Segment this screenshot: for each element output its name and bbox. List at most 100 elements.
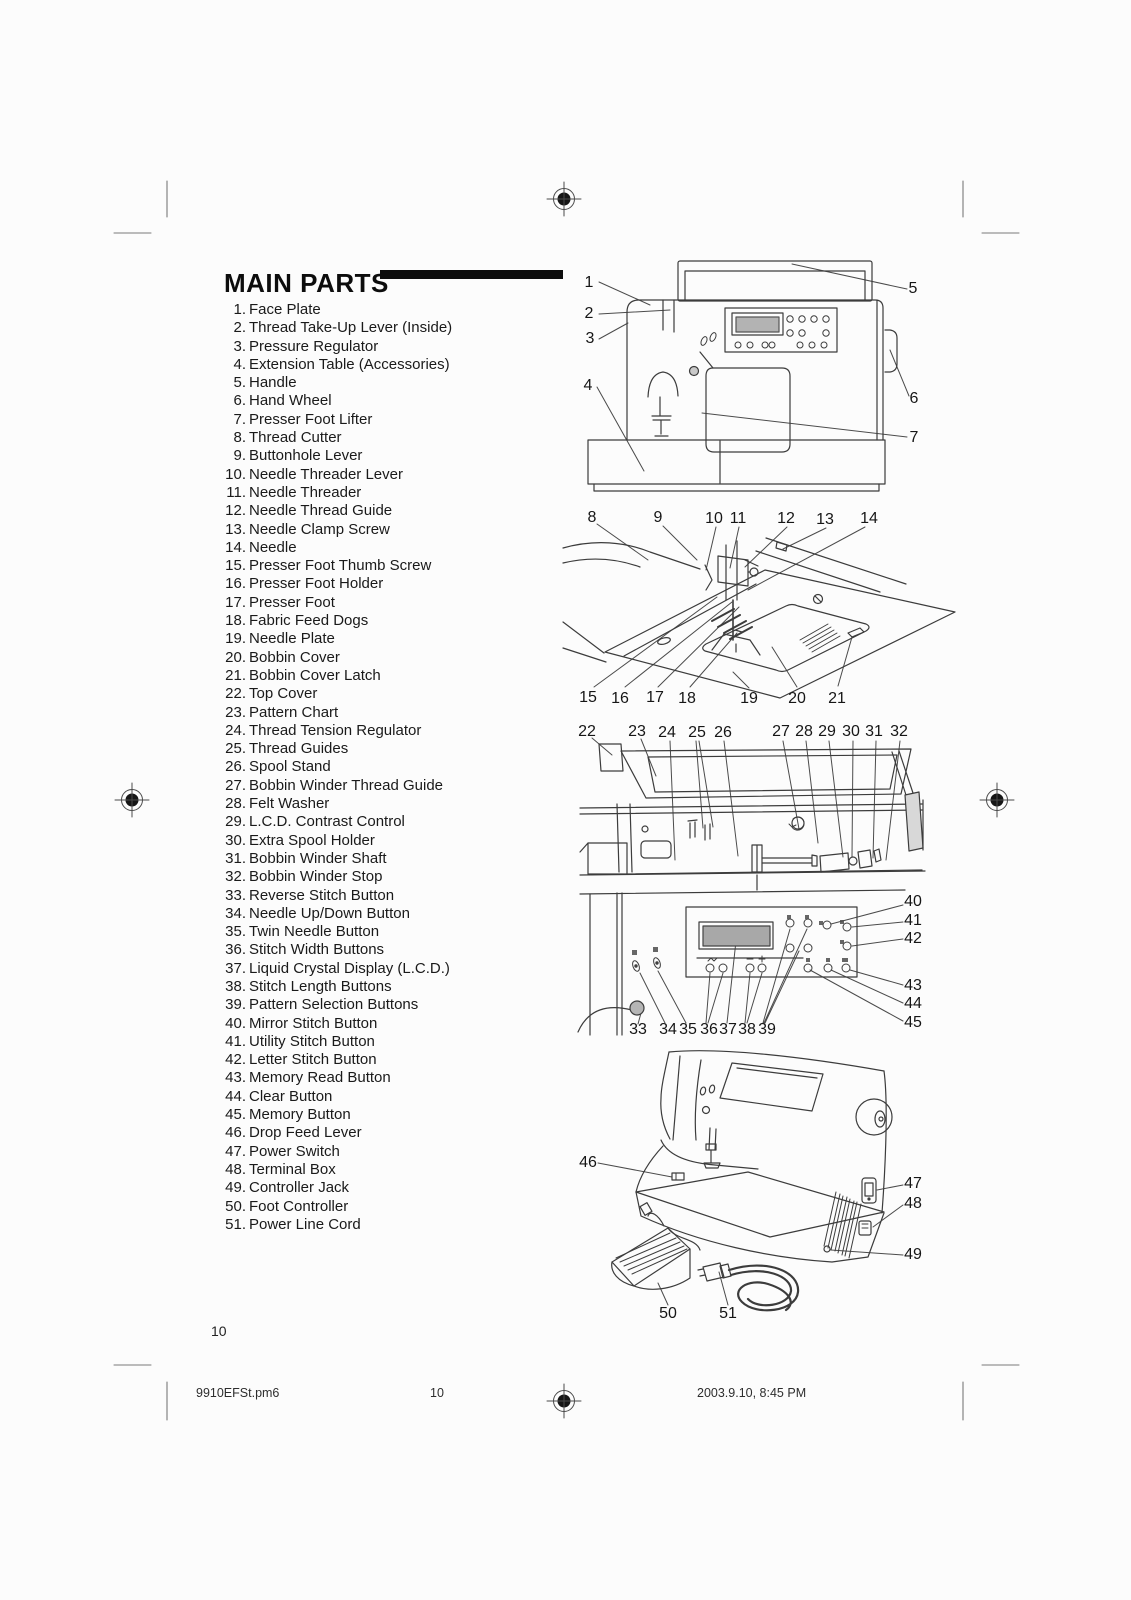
callout-needle_area-21: 21 bbox=[828, 690, 846, 707]
parts-list-item: 1.Face Plate bbox=[186, 301, 452, 319]
callout-front_view-3: 3 bbox=[585, 330, 595, 347]
part-number: 16. bbox=[225, 575, 246, 593]
part-number: 43. bbox=[225, 1069, 246, 1087]
parts-list-item: 50.Foot Controller bbox=[186, 1198, 452, 1216]
footer-page-number: 10 bbox=[430, 1386, 444, 1400]
part-label: Fabric Feed Dogs bbox=[249, 612, 369, 630]
parts-list-item: 46.Drop Feed Lever bbox=[186, 1124, 452, 1142]
parts-list-item: 41.Utility Stitch Button bbox=[186, 1033, 452, 1051]
part-label: Needle Threader Lever bbox=[249, 465, 403, 483]
part-number: 41. bbox=[225, 1032, 246, 1050]
callout-needle_area-9: 9 bbox=[653, 509, 663, 526]
part-number: 17. bbox=[225, 593, 246, 611]
parts-list-item: 29.L.C.D. Contrast Control bbox=[186, 813, 452, 831]
callout-control_panel-42: 42 bbox=[904, 930, 922, 947]
printer-marks bbox=[113, 180, 1020, 1421]
parts-list-item: 30.Extra Spool Holder bbox=[186, 832, 452, 850]
parts-list-item: 33.Reverse Stitch Button bbox=[186, 887, 452, 905]
parts-list-item: 34.Needle Up/Down Button bbox=[186, 905, 452, 923]
part-label: Stitch Length Buttons bbox=[249, 977, 392, 995]
part-label: Bobbin Cover bbox=[249, 648, 340, 666]
page-number: 10 bbox=[211, 1323, 227, 1339]
callout-top_cover-27: 27 bbox=[772, 723, 790, 740]
part-label: Needle Threader bbox=[249, 483, 362, 501]
part-number: 23. bbox=[225, 703, 246, 721]
part-number: 11. bbox=[226, 483, 246, 501]
callout-needle_area-12: 12 bbox=[777, 510, 795, 527]
part-label: Bobbin Cover Latch bbox=[249, 666, 381, 684]
part-label: Bobbin Winder Thread Guide bbox=[249, 776, 444, 794]
callout-front_view-5: 5 bbox=[908, 280, 918, 297]
parts-list-item: 43.Memory Read Button bbox=[186, 1069, 452, 1087]
callout-rear_view-48: 48 bbox=[904, 1195, 922, 1212]
callout-needle_area-10: 10 bbox=[705, 510, 723, 527]
parts-list-item: 16.Presser Foot Holder bbox=[186, 575, 452, 593]
parts-list-item: 40.Mirror Stitch Button bbox=[186, 1015, 452, 1033]
part-number: 51. bbox=[225, 1215, 246, 1233]
parts-list-item: 32.Bobbin Winder Stop bbox=[186, 868, 452, 886]
parts-list-item: 49.Controller Jack bbox=[186, 1179, 452, 1197]
part-number: 7. bbox=[233, 410, 246, 428]
part-label: Thread Cutter bbox=[249, 429, 342, 447]
parts-list-item: 7.Presser Foot Lifter bbox=[186, 411, 452, 429]
part-number: 50. bbox=[225, 1197, 246, 1215]
callout-rear_view-50: 50 bbox=[659, 1305, 677, 1322]
part-number: 8. bbox=[233, 429, 246, 447]
callout-control_panel-37: 37 bbox=[719, 1021, 737, 1038]
parts-list-item: 13.Needle Clamp Screw bbox=[186, 521, 452, 539]
part-label: Presser Foot Lifter bbox=[249, 410, 373, 428]
part-label: Power Switch bbox=[249, 1142, 340, 1160]
part-label: Memory Button bbox=[249, 1106, 351, 1124]
callout-top_cover-23: 23 bbox=[628, 723, 646, 740]
part-label: Needle Up/Down Button bbox=[249, 904, 410, 922]
part-label: Terminal Box bbox=[249, 1160, 336, 1178]
part-number: 25. bbox=[225, 740, 246, 758]
part-number: 26. bbox=[225, 758, 246, 776]
part-number: 24. bbox=[225, 721, 246, 739]
part-label: Presser Foot Thumb Screw bbox=[249, 557, 432, 575]
part-number: 32. bbox=[225, 868, 246, 886]
callout-top_cover-22: 22 bbox=[578, 723, 596, 740]
part-label: Drop Feed Lever bbox=[249, 1124, 362, 1142]
part-number: 46. bbox=[225, 1124, 246, 1142]
callout-rear_view-47: 47 bbox=[904, 1175, 922, 1192]
diagram-top-cover bbox=[579, 737, 924, 875]
part-number: 14. bbox=[225, 538, 246, 556]
callout-control_panel-35: 35 bbox=[679, 1021, 697, 1038]
diagram-control-panel bbox=[577, 870, 926, 1036]
callout-rear_view-49: 49 bbox=[904, 1246, 922, 1263]
callout-top_cover-31: 31 bbox=[865, 723, 883, 740]
part-number: 40. bbox=[225, 1014, 246, 1032]
part-number: 27. bbox=[225, 776, 246, 794]
parts-list-item: 37.Liquid Crystal Display (L.C.D.) bbox=[186, 960, 452, 978]
part-label: Controller Jack bbox=[249, 1179, 350, 1197]
part-number: 31. bbox=[225, 849, 246, 867]
part-number: 49. bbox=[225, 1179, 246, 1197]
part-number: 3. bbox=[233, 337, 246, 355]
part-number: 21. bbox=[225, 666, 246, 684]
part-number: 10. bbox=[225, 465, 246, 483]
part-number: 29. bbox=[225, 813, 246, 831]
part-number: 5. bbox=[233, 374, 246, 392]
part-number: 4. bbox=[233, 355, 246, 373]
footer-date-time: 2003.9.10, 8:45 PM bbox=[697, 1386, 807, 1400]
part-label: Presser Foot bbox=[249, 593, 335, 611]
parts-list-item: 6.Hand Wheel bbox=[186, 392, 452, 410]
callout-needle_area-16: 16 bbox=[611, 690, 629, 707]
parts-list-item: 4.Extension Table (Accessories) bbox=[186, 356, 452, 374]
parts-list-item: 18.Fabric Feed Dogs bbox=[186, 612, 452, 630]
part-label: Presser Foot Holder bbox=[249, 575, 384, 593]
part-label: Foot Controller bbox=[249, 1197, 349, 1215]
parts-list-item: 45.Memory Button bbox=[186, 1106, 452, 1124]
parts-list-item: 26.Spool Stand bbox=[186, 758, 452, 776]
callout-rear_view-46: 46 bbox=[579, 1154, 597, 1171]
part-label: Top Cover bbox=[249, 685, 318, 703]
callout-needle_area-18: 18 bbox=[678, 690, 696, 707]
parts-list-item: 8.Thread Cutter bbox=[186, 429, 452, 447]
callout-control_panel-34: 34 bbox=[659, 1021, 677, 1038]
callout-control_panel-38: 38 bbox=[738, 1021, 756, 1038]
part-label: Needle Plate bbox=[249, 630, 335, 648]
callout-top_cover-29: 29 bbox=[818, 723, 836, 740]
parts-list-item: 44.Clear Button bbox=[186, 1088, 452, 1106]
part-number: 13. bbox=[225, 520, 246, 538]
